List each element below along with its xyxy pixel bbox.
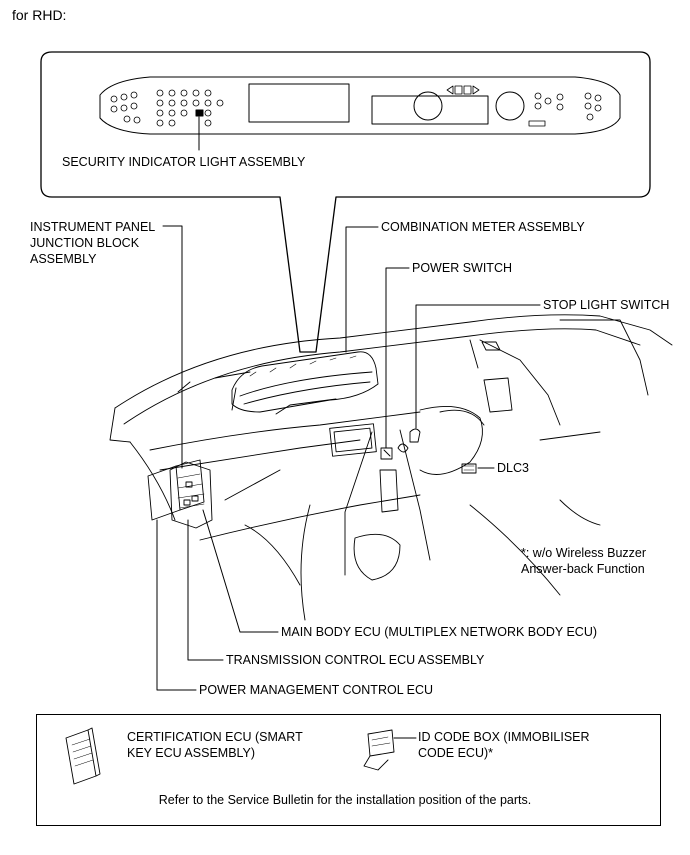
instrument-panel-jb-leader [162,225,183,469]
right-button-cluster [528,92,602,127]
dlc3-part [461,463,477,474]
power-switch-leader [385,267,410,449]
service-bulletin-note: Refer to the Service Bulletin for the in… [158,793,532,807]
arrow-indicators-icon [446,85,480,95]
dlc3-label: DLC3 [497,461,529,475]
security-indicator-lamp-icon [195,109,204,117]
certification-ecu-icon [65,727,101,785]
combination-meter-leader [345,226,379,353]
power-mgmt-ecu-label: POWER MANAGEMENT CONTROL ECU [199,683,434,697]
stop-light-switch-label: STOP LIGHT SWITCH [543,298,670,312]
left-button-cluster [110,89,224,127]
certification-ecu-label: CERTIFICATION ECU (SMART KEY ECU ASSEMBL… [127,730,303,760]
combination-meter-part [231,351,379,415]
stop-light-switch-part [409,428,421,443]
page-title: for RHD: [12,7,67,23]
legend-box [36,714,661,826]
combination-meter-label: COMBINATION METER ASSEMBLY [381,220,585,234]
detail-callout-frame [40,51,651,353]
id-code-box-label: ID CODE BOX (IMMOBILISER CODE ECU)* [418,730,590,760]
ecu-stack-part [147,459,213,529]
security-indicator-label: SECURITY INDICATOR LIGHT ASSEMBLY [62,155,306,169]
power-mgmt-ecu-leader [156,519,197,691]
wireless-buzzer-note: *: w/o Wireless Buzzer Answer-back Funct… [521,546,647,576]
meter-cluster-detail [99,76,621,151]
transmission-ecu-leader [187,519,224,661]
main-body-ecu-label: MAIN BODY ECU (MULTIPLEX NETWORK BODY EC… [281,625,598,639]
main-body-ecu-leader [202,509,279,633]
power-switch-part [380,447,393,460]
instrument-panel-jb-label: INSTRUMENT PANEL JUNCTION BLOCK ASSEMBLY [30,220,156,266]
id-code-box-icon [363,729,417,771]
power-switch-label: POWER SWITCH [412,261,512,275]
transmission-ecu-label: TRANSMISSION CONTROL ECU ASSEMBLY [226,653,485,667]
stop-light-switch-leader [415,304,541,429]
